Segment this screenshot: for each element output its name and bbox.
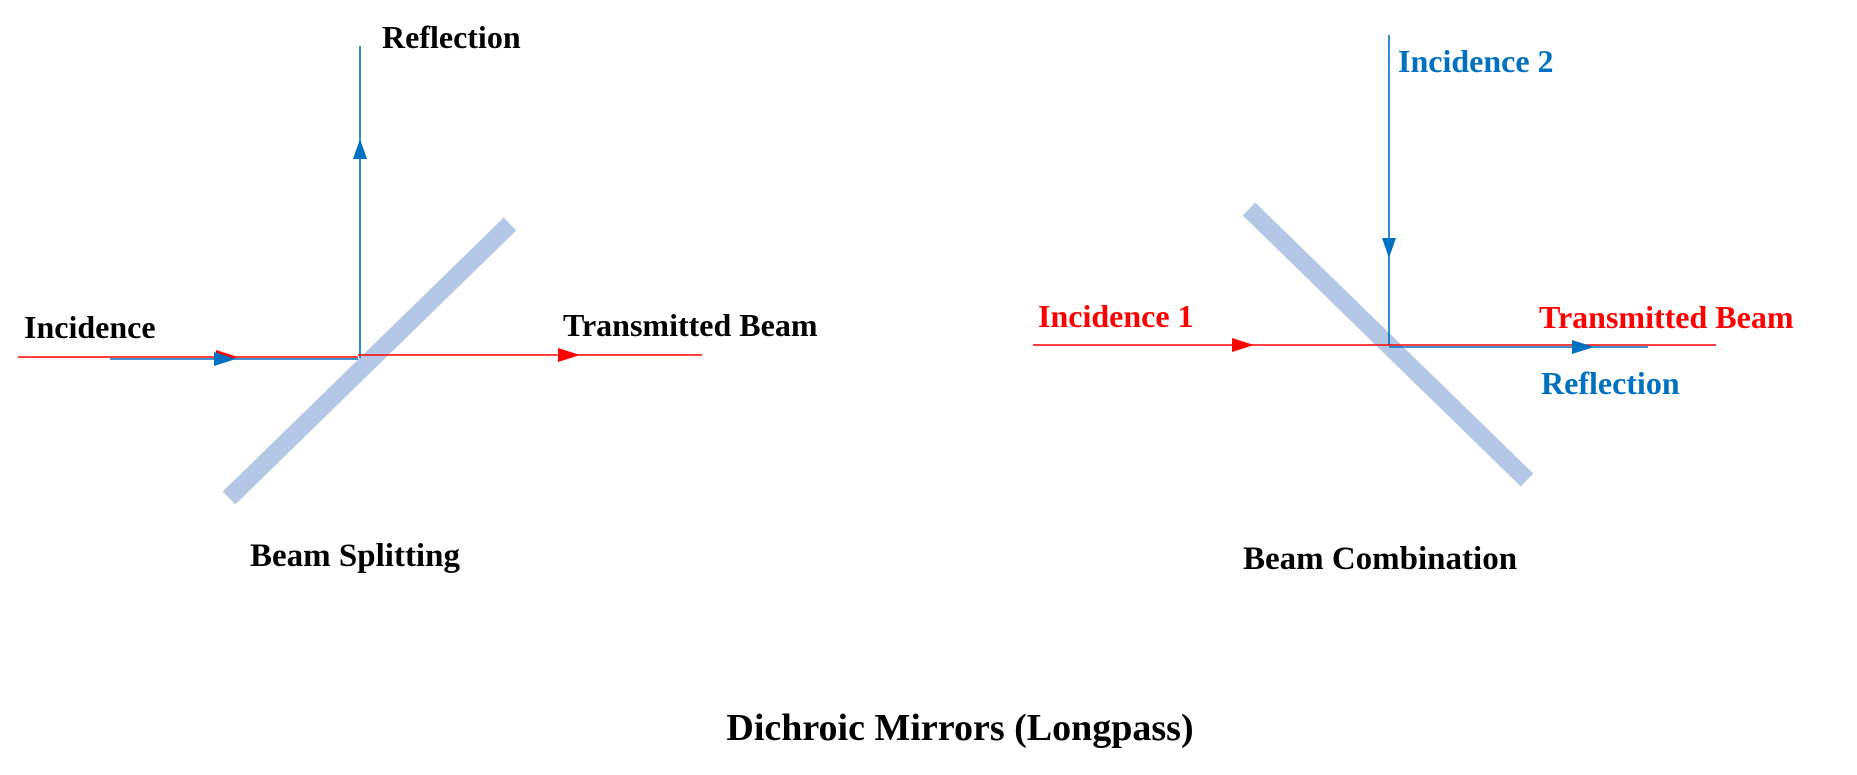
transmitted-arrowhead-red (558, 348, 580, 362)
incidence-label: Incidence (24, 309, 156, 345)
beam-splitting-panel: Incidence Reflection Transmitted Beam Be… (18, 19, 818, 574)
incidence1-label: Incidence 1 (1038, 298, 1194, 334)
reflected-arrowhead-blue-right (1572, 340, 1594, 354)
transmitted-beam-label-left: Transmitted Beam (563, 307, 818, 343)
incidence2-arrowhead-blue (1382, 238, 1396, 258)
beam-combination-panel: Incidence 1 Incidence 2 Transmitted Beam… (1033, 35, 1794, 577)
beam-combination-caption: Beam Combination (1243, 541, 1517, 577)
reflected-arrowhead-blue (353, 139, 367, 159)
transmitted-beam-label-right: Transmitted Beam (1539, 299, 1794, 335)
mirror-left (222, 217, 517, 505)
incidence2-label: Incidence 2 (1398, 43, 1554, 79)
incident-arrowhead-blue (214, 352, 236, 366)
beam-splitting-caption: Beam Splitting (250, 538, 460, 574)
incidence1-arrowhead-red (1232, 338, 1254, 352)
reflection-label-left: Reflection (382, 19, 521, 55)
diagram-title: Dichroic Mirrors (Longpass) (726, 707, 1193, 749)
reflection-label-right: Reflection (1541, 365, 1680, 401)
